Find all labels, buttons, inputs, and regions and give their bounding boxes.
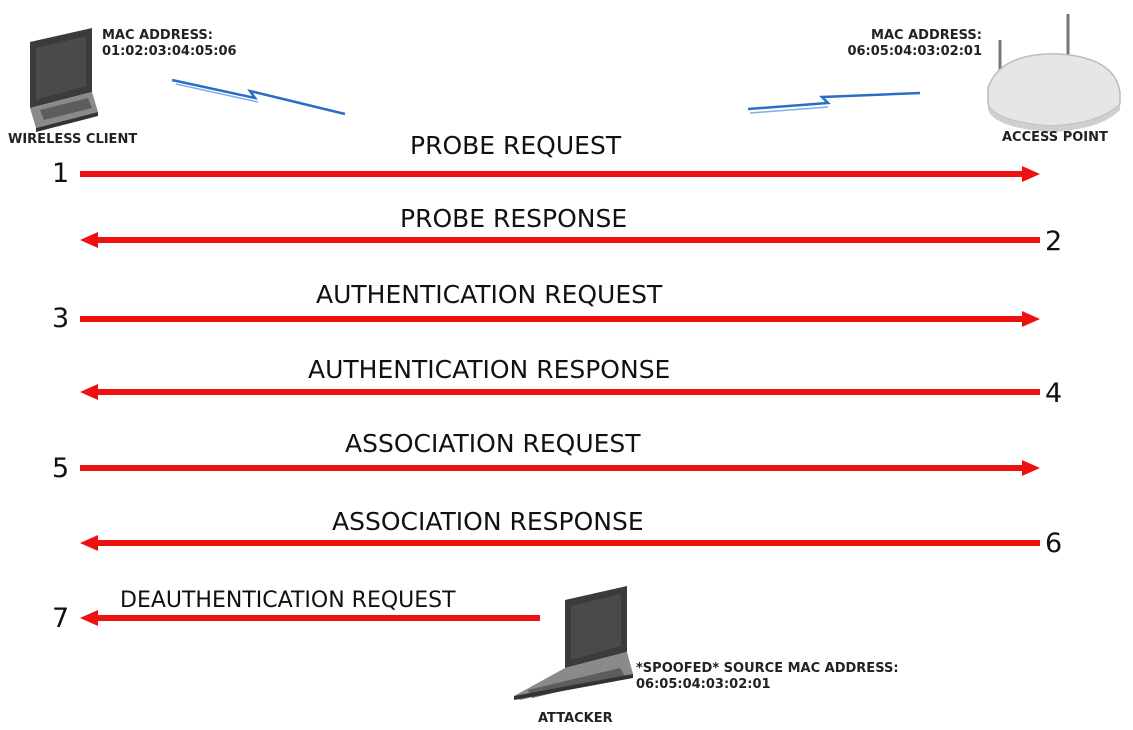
ap-mac-value: 06:05:04:03:02:01 [847, 44, 982, 59]
arrow-6 [80, 535, 1040, 551]
ap-signal-icon [747, 91, 921, 114]
arrow-2 [80, 232, 1040, 248]
client-mac-block: MAC ADDRESS: 01:02:03:04:05:06 [102, 28, 237, 60]
step-number-3: 3 [52, 303, 70, 334]
message-label-1: PROBE REQUEST [410, 131, 622, 160]
step-number-1: 1 [52, 158, 70, 189]
message-label-3: AUTHENTICATION REQUEST [316, 280, 663, 309]
client-mac-title: MAC ADDRESS: [102, 28, 213, 43]
step-number-4: 4 [1045, 378, 1063, 409]
client-mac-value: 01:02:03:04:05:06 [102, 44, 237, 59]
client-signal-icon [171, 78, 346, 116]
attacker-mac-value: 06:05:04:03:02:01 [636, 677, 771, 692]
message-label-7: DEAUTHENTICATION REQUEST [120, 588, 456, 613]
attacker-spoof-title: *SPOOFED* SOURCE MAC ADDRESS: [636, 661, 899, 676]
step-number-5: 5 [52, 453, 70, 484]
attacker-label: ATTACKER [538, 711, 613, 726]
message-label-6: ASSOCIATION RESPONSE [332, 507, 644, 536]
arrow-4 [80, 384, 1040, 400]
laptop-client-icon [30, 28, 98, 132]
ap-mac-title: MAC ADDRESS: [871, 28, 982, 43]
arrow-1 [80, 166, 1040, 182]
message-label-2: PROBE RESPONSE [400, 204, 628, 233]
step-number-2: 2 [1045, 226, 1063, 257]
step-number-7: 7 [52, 603, 70, 634]
arrow-3 [80, 311, 1040, 327]
access-point-icon [987, 14, 1121, 132]
attacker-mac-block: *SPOOFED* SOURCE MAC ADDRESS: 06:05:04:0… [636, 661, 899, 693]
ap-label: ACCESS POINT [1002, 130, 1108, 145]
message-label-4: AUTHENTICATION RESPONSE [308, 355, 671, 384]
client-label: WIRELESS CLIENT [8, 132, 138, 147]
ap-mac-block: MAC ADDRESS: 06:05:04:03:02:01 [842, 28, 982, 60]
message-label-5: ASSOCIATION REQUEST [345, 429, 641, 458]
laptop-attacker-icon [514, 586, 633, 700]
arrow-5 [80, 460, 1040, 476]
step-number-6: 6 [1045, 528, 1063, 559]
arrow-7 [80, 610, 540, 626]
